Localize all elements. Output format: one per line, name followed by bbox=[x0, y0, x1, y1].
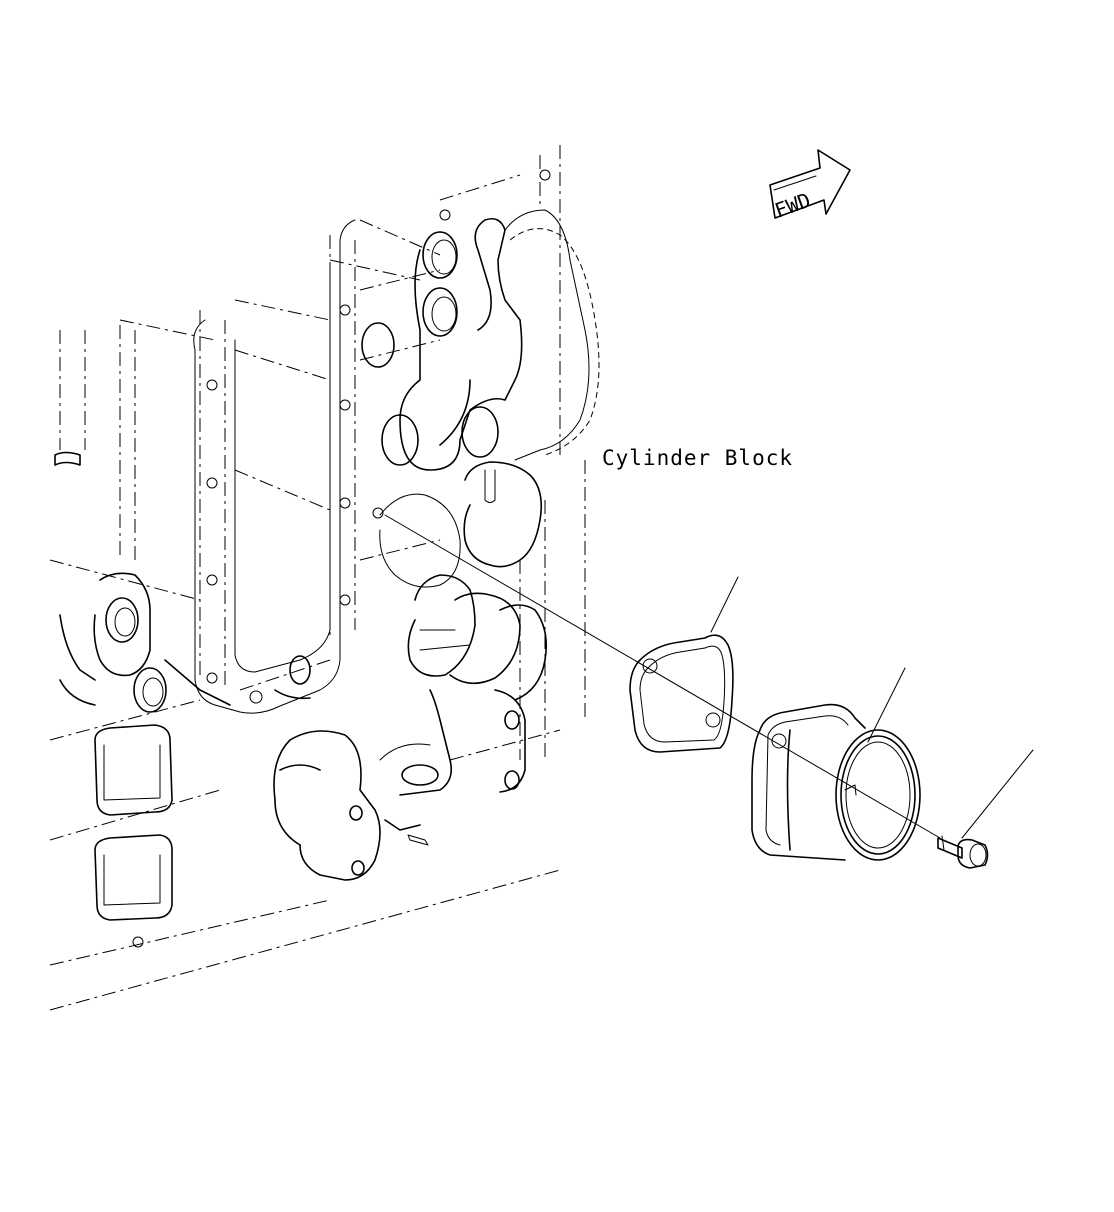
bolt-part bbox=[937, 835, 989, 869]
gasket-part bbox=[629, 634, 734, 753]
leader-line-bolt bbox=[961, 749, 1034, 839]
leader-line-connector bbox=[867, 667, 906, 743]
fwd-arrow-icon: FWD bbox=[769, 149, 851, 223]
fwd-label: FWD bbox=[772, 188, 814, 223]
cylinder-block-drawing bbox=[49, 145, 600, 1011]
cylinder-block-label: Cylinder Block bbox=[602, 446, 793, 470]
leader-line-gasket bbox=[710, 576, 739, 633]
connector-part bbox=[751, 703, 921, 861]
assembly-axis-line bbox=[384, 514, 941, 839]
